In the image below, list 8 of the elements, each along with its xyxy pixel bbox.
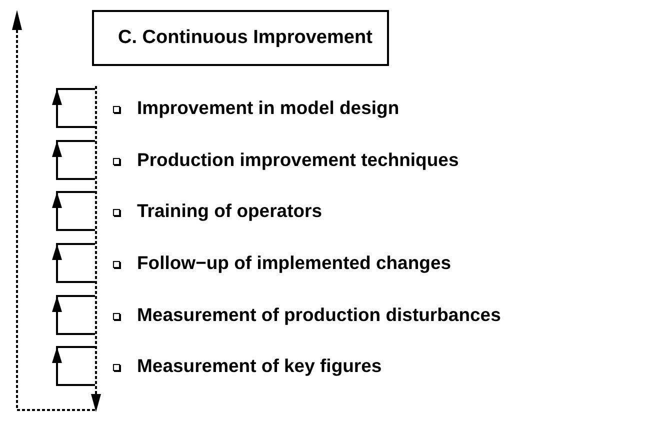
bullet-text: Follow−up of implemented changes bbox=[137, 252, 452, 274]
bullet-text: Measurement of production disturbances bbox=[137, 304, 501, 326]
bullet-text: Training of operators bbox=[137, 200, 322, 222]
bullet-text: Measurement of key figures bbox=[137, 355, 382, 377]
title-box bbox=[92, 10, 389, 66]
bullet-text: Production improvement techniques bbox=[137, 149, 459, 171]
title-text: C. Continuous Improvement bbox=[117, 27, 372, 49]
bullet-text: Improvement in model design bbox=[137, 97, 400, 119]
